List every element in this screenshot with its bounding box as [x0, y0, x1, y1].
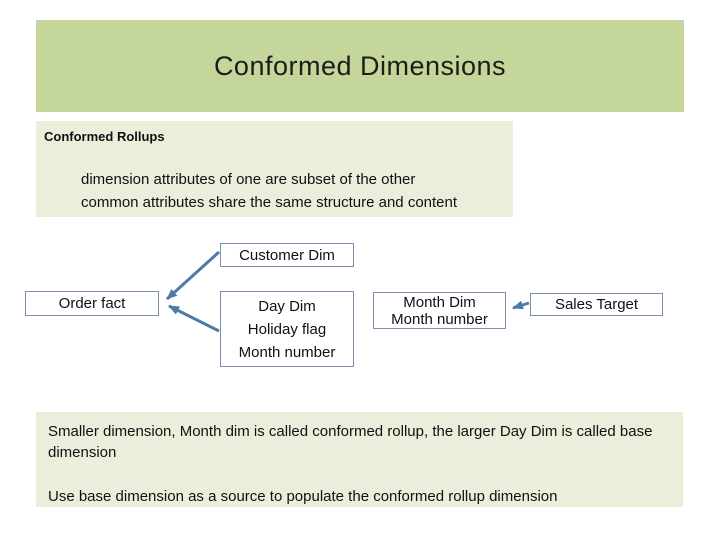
- rollups-body: dimension attributes of one are subset o…: [81, 168, 457, 214]
- diagram-box-sales-target: Sales Target: [530, 293, 663, 316]
- notes-panel: Smaller dimension, Month dim is called c…: [36, 412, 683, 507]
- diagram-box-order-fact: Order fact: [25, 291, 159, 316]
- rollups-line-2: common attributes share the same structu…: [81, 194, 458, 211]
- month-dim-line-2: Month number: [391, 310, 488, 328]
- day-dim-line-1: Day Dim: [258, 297, 316, 315]
- diagram-box-month-dim: Month Dim Month number: [373, 292, 506, 329]
- notes-paragraph-1: Smaller dimension, Month dim is called c…: [48, 423, 653, 461]
- title-band: Conformed Dimensions: [36, 20, 684, 112]
- connector-customerdim-to-orderfact: [165, 250, 221, 301]
- rollups-heading: Conformed Rollups: [44, 129, 165, 144]
- conformed-rollups-panel: Conformed Rollups dimension attributes o…: [36, 121, 513, 217]
- diagram-box-customer-dim: Customer Dim: [220, 243, 354, 267]
- connector-salestarget-to-monthdim: [512, 300, 530, 310]
- month-dim-line-1: Month Dim: [403, 293, 476, 311]
- day-dim-line-2: Holiday flag: [247, 320, 327, 338]
- sales-target-label: Sales Target: [554, 296, 639, 313]
- day-dim-line-3: Month number: [238, 343, 336, 361]
- diagram-box-day-dim: Day Dim Holiday flag Month number: [220, 291, 354, 367]
- slide-title: Conformed Dimensions: [213, 50, 507, 81]
- rollups-line-1: dimension attributes of one are subset o…: [81, 171, 416, 188]
- notes-paragraph-2: Use base dimension as a source to popula…: [48, 488, 558, 505]
- customer-dim-label: Customer Dim: [239, 246, 335, 264]
- connector-daydim-to-orderfact: [168, 304, 220, 333]
- order-fact-label: Order fact: [58, 295, 126, 312]
